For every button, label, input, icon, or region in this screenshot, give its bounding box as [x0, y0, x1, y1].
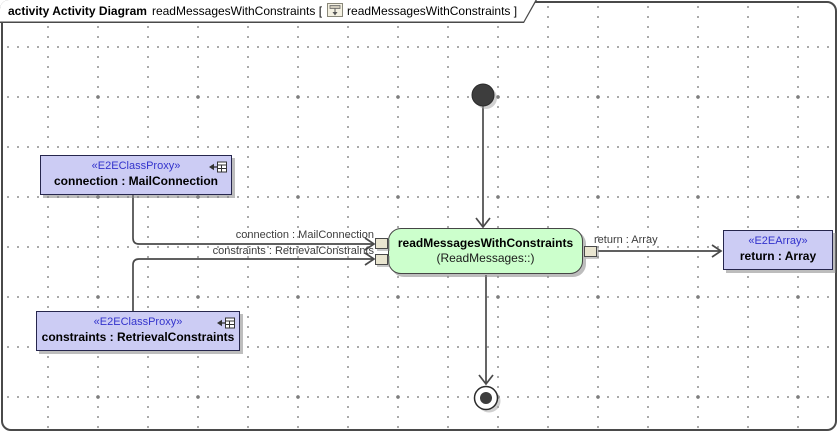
- frame-diagram-type: activity Activity Diagram: [8, 3, 147, 18]
- object-flow-return-arrowhead: [711, 244, 723, 258]
- action-namespace: (ReadMessages::): [436, 251, 535, 265]
- final-node-dot: [480, 392, 492, 404]
- output-pin-return[interactable]: [584, 246, 597, 257]
- action-name: readMessagesWithConstraints: [397, 236, 574, 250]
- object-flow-constraints-arrowhead: [364, 252, 376, 266]
- activity-diagram-icon: [327, 3, 343, 18]
- constraints-proxy-stereotype: «E2EClassProxy»: [93, 316, 183, 328]
- object-flow-constraints[interactable]: [132, 258, 373, 311]
- return-flow-label[interactable]: return : Array: [594, 234, 658, 246]
- action-node[interactable]: readMessagesWithConstraints (ReadMessage…: [388, 228, 583, 274]
- frame-context-name: readMessagesWithConstraints ]: [347, 3, 518, 18]
- connection-proxy-stereotype: «E2EClassProxy»: [91, 160, 181, 172]
- connection-proxy-name: connection : MailConnection: [54, 174, 218, 188]
- constraints-proxy-node[interactable]: «E2EClassProxy» constraints : RetrievalC…: [36, 311, 240, 351]
- constraints-proxy-name: constraints : RetrievalConstraints: [41, 330, 235, 344]
- diagram-grid: [3, 3, 835, 429]
- arrow-into-table-icon: [217, 317, 235, 329]
- constraints-flow-label[interactable]: constraints : RetrievalConstraints: [212, 245, 374, 257]
- connection-flow-label[interactable]: connection : MailConnection: [235, 229, 374, 241]
- connection-proxy-node[interactable]: «E2EClassProxy» connection : MailConnect…: [40, 155, 232, 195]
- initial-node[interactable]: [471, 83, 495, 107]
- object-flow-connection[interactable]: [132, 195, 373, 245]
- control-flow-arrowhead: [475, 217, 491, 229]
- return-array-stereotype: «E2EArray»: [748, 235, 808, 247]
- input-pin-constraints[interactable]: [375, 254, 388, 265]
- input-pin-connection[interactable]: [375, 238, 388, 249]
- object-flow-connection-arrowhead: [364, 237, 376, 251]
- return-array-name: return : Array: [739, 249, 817, 263]
- return-array-node[interactable]: «E2EArray» return : Array: [723, 230, 833, 270]
- arrow-into-table-icon: [209, 161, 227, 173]
- control-flow-final-arrowhead: [478, 374, 494, 386]
- frame-diagram-name: readMessagesWithConstraints [: [151, 3, 323, 18]
- diagram-frame-tab: activity Activity Diagram readMessagesWi…: [0, 0, 537, 23]
